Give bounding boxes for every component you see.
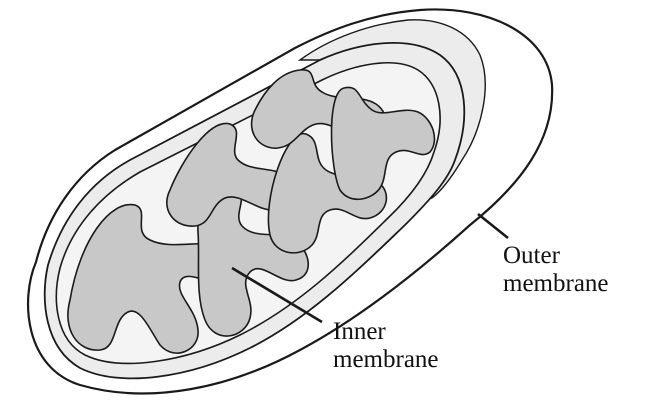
inner-membrane-label-line2: membrane (333, 346, 439, 374)
outer-membrane-label-line1: Outer (503, 242, 609, 270)
outer-membrane-label-line2: membrane (503, 270, 609, 298)
outer-membrane-label: Outer membrane (503, 242, 609, 298)
inner-membrane-label: Inner membrane (333, 318, 439, 374)
inner-membrane-label-line1: Inner (333, 318, 439, 346)
outer-leader-line (478, 214, 508, 238)
